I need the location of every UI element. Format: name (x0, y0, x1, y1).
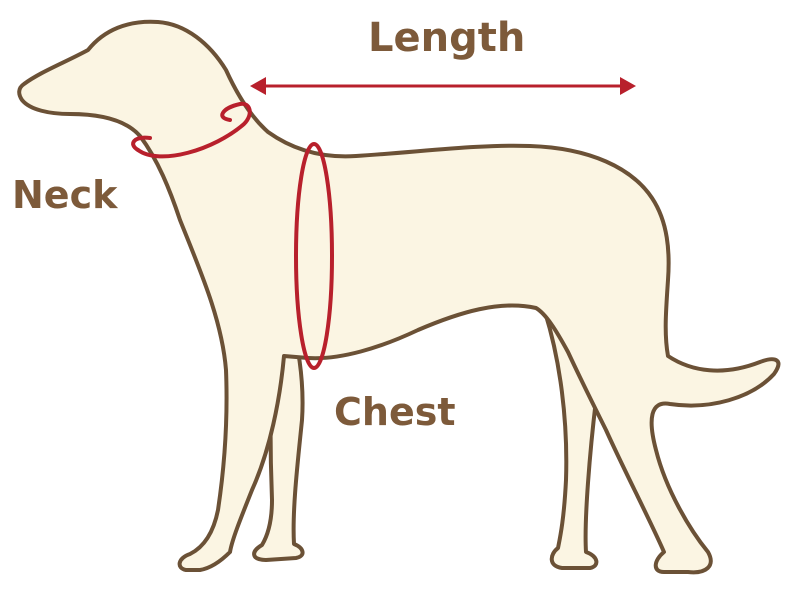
double-arrow-icon (250, 77, 636, 95)
dog-front-far-leg-icon (252, 338, 305, 562)
neck-measure-loop-icon (136, 101, 252, 159)
dog-silhouette-icon (17, 19, 781, 575)
chest-measure-loop-icon (294, 142, 334, 370)
chest-label: Chest (334, 390, 456, 434)
length-label: Length (368, 15, 526, 61)
neck-measure-loop-front-icon (131, 135, 152, 152)
neck-label: Neck (12, 173, 118, 217)
